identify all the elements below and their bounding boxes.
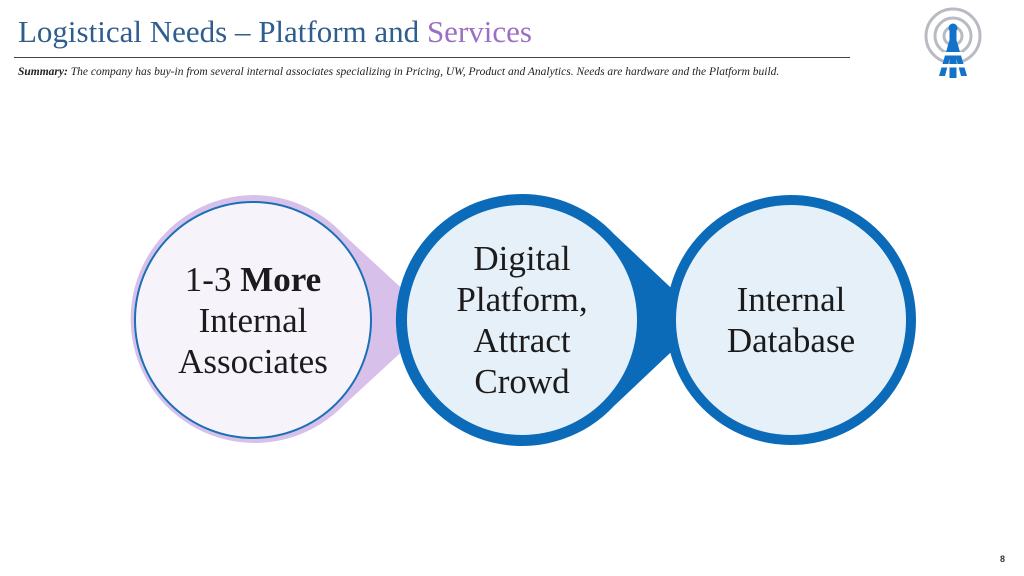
summary: Summary: The company has buy-in from sev… <box>18 66 898 78</box>
title-accent: Services <box>426 14 532 49</box>
node-2-line1: Digital <box>473 239 571 278</box>
node-3-line1: Internal <box>736 280 846 319</box>
node-2-label: Digital Platform, Attract Crowd <box>417 228 627 412</box>
summary-text: The company has buy-in from several inte… <box>70 66 780 78</box>
title-divider <box>14 57 850 58</box>
page-title: Logistical Needs – Platform and Services <box>18 12 532 52</box>
node-2-shape <box>395 193 705 446</box>
title-main: Logistical Needs – Platform and <box>18 14 427 49</box>
node-3-shape <box>666 195 916 445</box>
node-2-line2: Platform, <box>456 280 588 319</box>
node-2-line3: Attract <box>473 321 571 360</box>
node-1-line2: Internal <box>198 300 308 340</box>
node-3-label: Internal Database <box>686 270 896 370</box>
page-number: 8 <box>1000 554 1006 564</box>
node-2-line4: Crowd <box>474 362 570 401</box>
node-3-line2: Database <box>726 321 856 360</box>
node-1-label: 1-3 More Internal Associates <box>148 240 358 400</box>
node-1-line1: 1-3 More <box>185 259 321 300</box>
node-1-shape <box>130 195 436 443</box>
broadcast-tower-icon <box>924 7 982 78</box>
summary-label: Summary: <box>18 66 68 78</box>
node-1-line3: Associates <box>178 341 328 381</box>
node-1-line1-plain: 1-3 <box>184 259 241 299</box>
node-1-line1-bold: More <box>240 259 322 299</box>
